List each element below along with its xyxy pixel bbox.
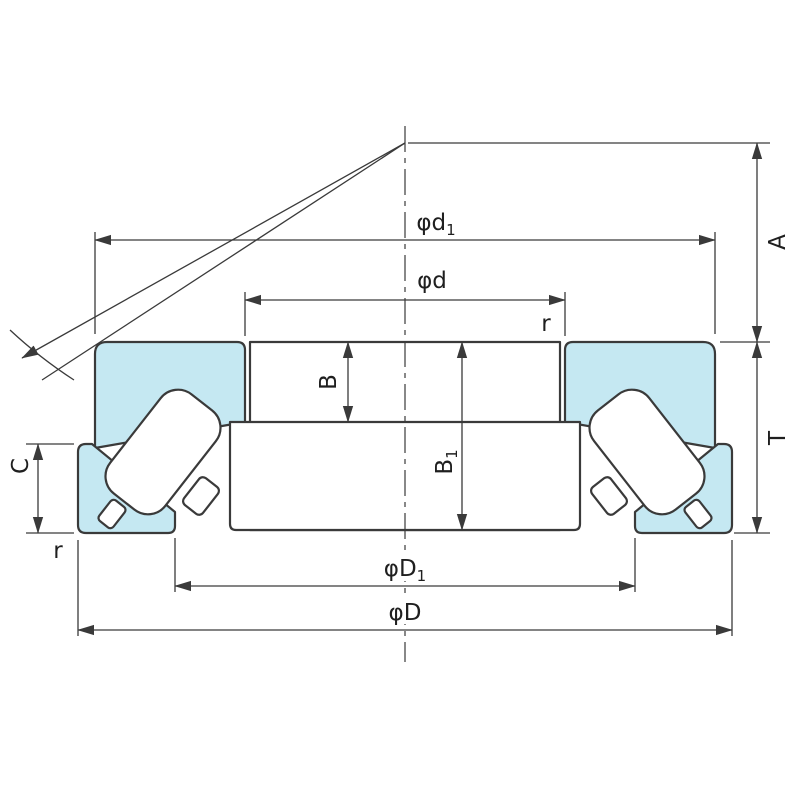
dim-A: A bbox=[720, 142, 791, 343]
roller-right bbox=[588, 388, 706, 516]
label-r-bottom: r bbox=[53, 538, 63, 564]
dim-phi-d1: φd1 bbox=[94, 210, 716, 334]
label-T: T bbox=[765, 430, 791, 446]
construction-lines bbox=[9, 126, 770, 662]
label-B: B bbox=[316, 374, 342, 390]
sphere-radius-arc bbox=[9, 329, 75, 381]
dim-B: B bbox=[316, 341, 354, 423]
apex-diagonal-line-lower bbox=[41, 142, 406, 381]
dimensions: φd1 φd r B B1 A T bbox=[8, 142, 791, 636]
label-B1: B1 bbox=[432, 449, 461, 474]
dim-phi-D1: φD1 bbox=[174, 538, 636, 592]
label-phi-D: φD bbox=[389, 600, 422, 626]
cage-tab-right-inner bbox=[589, 476, 629, 516]
label-r-top: r bbox=[541, 311, 551, 337]
dim-phi-D: φD bbox=[77, 540, 733, 636]
dim-T: T bbox=[734, 341, 791, 534]
label-bg bbox=[369, 555, 443, 581]
label-A: A bbox=[765, 234, 791, 250]
apex-diagonal-line-upper bbox=[21, 142, 406, 359]
cage-tab-right-outer bbox=[683, 498, 713, 530]
label-C: C bbox=[8, 458, 34, 474]
label-phi-D1: φD1 bbox=[384, 556, 426, 585]
cage-tab-left-outer bbox=[97, 498, 127, 530]
dim-C: C bbox=[8, 443, 74, 534]
label-phi-d1: φd1 bbox=[416, 210, 455, 239]
dim-phi-d: φd bbox=[244, 268, 566, 336]
label-bg bbox=[373, 599, 437, 624]
roller-left bbox=[104, 388, 222, 516]
dim-B1: B1 bbox=[432, 341, 468, 531]
label-phi-d: φd bbox=[417, 268, 447, 294]
cage-tab-left-inner bbox=[181, 476, 221, 516]
